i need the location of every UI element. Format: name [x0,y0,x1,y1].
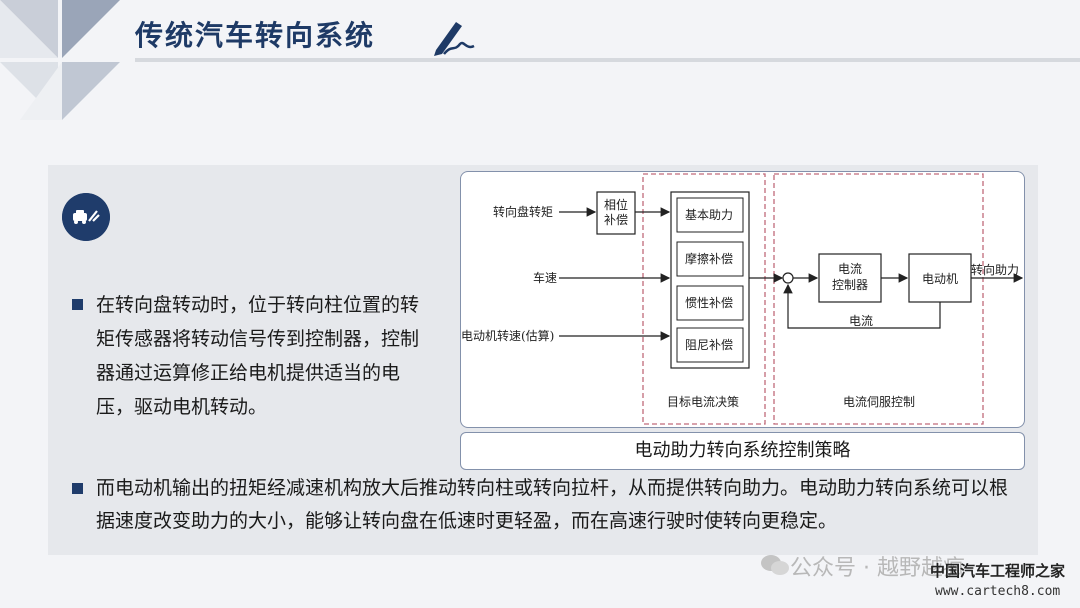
control-strategy-diagram: 转向盘转矩 车速 电动机转速(估算) 相位 补偿 基本助力 摩擦补偿 惯性补偿 … [460,171,1025,428]
wechat-icon [761,555,789,575]
watermark-site-url: www.cartech8.com [935,584,1061,599]
damping-comp-label: 阻尼补偿 [685,337,733,352]
servo-control-label: 电流伺服控制 [843,395,915,409]
friction-comp-label: 摩擦补偿 [685,251,733,266]
output-label: 转向助力 [971,262,1019,277]
bullet-text-2: 而电动机输出的扭矩经减速机构放大后推动转向柱或转向拉杆，从而提供转向助力。电动助… [96,477,1009,532]
input-motor-speed: 电动机转速(估算) [461,328,554,343]
basic-assist-label: 基本助力 [685,208,733,222]
inertia-comp-label: 惯性补偿 [685,295,733,310]
feedback-label: 电流 [849,314,873,328]
pen-icon [434,22,475,56]
damping-comp-block [676,327,744,363]
motor-block [908,253,972,303]
car-tow-icon [62,193,110,241]
watermark-account: 公众号 · 越野越疯 [790,556,965,581]
bullet-text-1: 在转向盘转动时，位于转向柱位置的转矩传感器将转动信号传到控制器，控制器通过运算修… [96,294,420,418]
target-current-region [642,173,766,425]
title-rule [135,58,1080,62]
friction-comp-block [676,241,744,277]
input-steering-torque: 转向盘转矩 [493,204,553,219]
bullet-marker [72,299,83,310]
watermark-site-name: 中国汽车工程师之家 [930,562,1066,580]
corner-decoration-icon [0,0,120,120]
diagram-caption: 电动助力转向系统控制策略 [460,432,1025,470]
motor-label: 电动机 [922,272,958,286]
basic-assist-block [676,197,744,233]
current-servo-region [773,173,984,425]
bullet-marker [72,483,83,494]
input-vehicle-speed: 车速 [533,270,557,285]
phase-block-label-2: 补偿 [604,212,628,227]
inertia-comp-block [676,285,744,321]
block-diagram-svg: 转向盘转矩 车速 电动机转速(估算) 相位 补偿 基本助力 摩擦补偿 惯性补偿 … [461,173,1024,425]
phase-compensation-block [596,191,636,235]
page-title: 传统汽车转向系统 [135,19,376,52]
feedback-path [783,283,941,329]
controller-label-1: 电流 [838,262,862,276]
phase-block-label-1: 相位 [604,197,628,212]
controller-label-2: 控制器 [832,278,868,292]
target-current-label: 目标电流决策 [667,395,739,409]
summing-junction [782,272,794,284]
